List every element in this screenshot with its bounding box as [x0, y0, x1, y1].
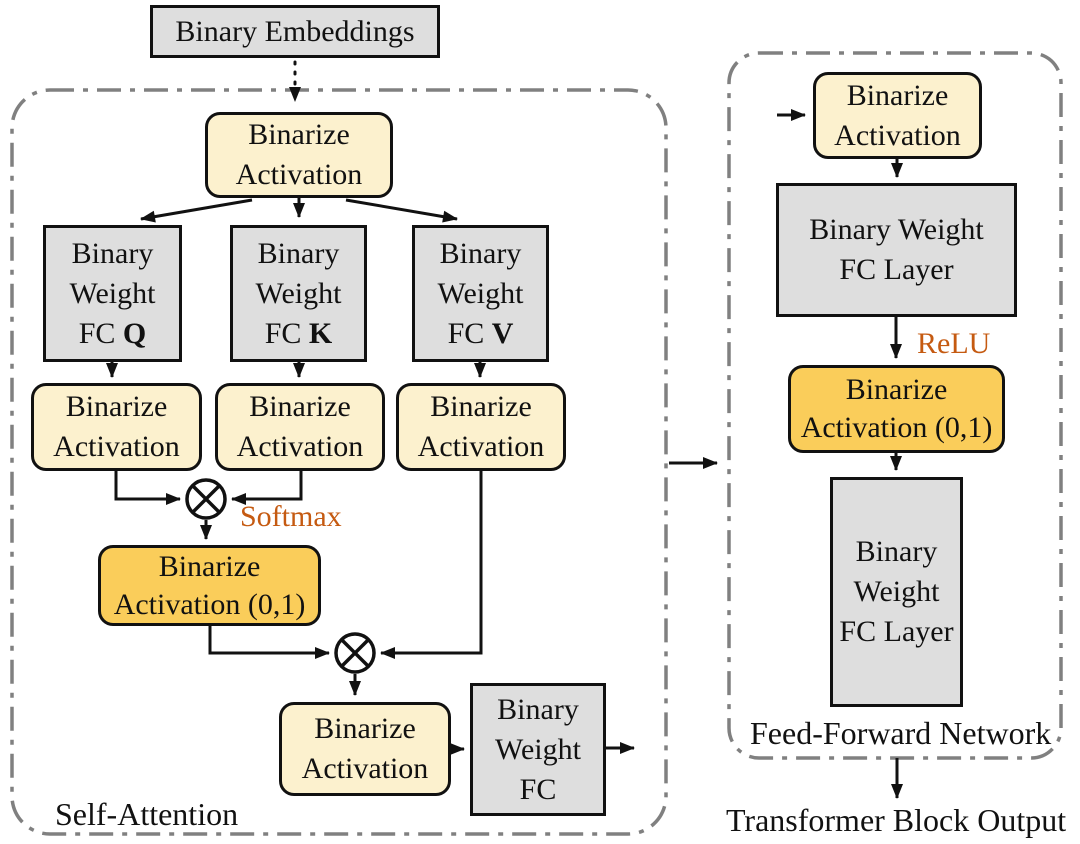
box-text-line: Weight [255, 276, 342, 310]
box-text-line: Activation [236, 430, 364, 463]
box-text-line: Weight [437, 276, 524, 310]
box-text-line: FC K [264, 316, 333, 350]
box-text-line: Activation (0,1) [800, 411, 993, 444]
matmul-icon [185, 478, 227, 520]
box-text-line: Binarize [846, 78, 949, 112]
box-text-line: FC Q [78, 316, 147, 350]
arrow-k-to-matmul1 [231, 471, 303, 505]
box-text-line: Activation [53, 430, 180, 463]
binary-embeddings-box: Binary Embeddings [150, 5, 440, 58]
sa-fc-v-box: Binary Weight FC V [412, 225, 549, 362]
box-text-line: Binary [497, 692, 579, 726]
arrow-binarize-to-fcq [140, 198, 253, 223]
sa-binarize-01-box: Binarize Activation (0,1) [98, 545, 321, 626]
ffn-panel-label: Feed-Forward Network [750, 715, 1052, 751]
box-text-line: FC V [447, 316, 514, 350]
box-text-line: Binarize [65, 390, 168, 423]
box-text-line: Binary Weight [809, 213, 984, 246]
box-text-line: Binarize [248, 118, 350, 151]
transformer-block-output-label: Transformer Block Output [726, 802, 1067, 838]
box-text-line: Activation [417, 430, 545, 463]
box-text-line: Activation [235, 158, 363, 191]
ffn-fc-layer-2-box: Binary Weight FC Layer [830, 477, 963, 707]
sa-binarize-v-box: Binarize Activation [396, 383, 566, 471]
binary-embeddings-label: Binary Embeddings [175, 14, 415, 48]
box-text-line: Binary [439, 236, 522, 270]
self-attention-panel-label: Self-Attention [55, 796, 239, 832]
sa-fc-out-box: Binary Weight FC [470, 683, 606, 816]
ffn-binarize-in-box: Binarize Activation [813, 72, 982, 159]
sa-binarize-q-box: Binarize Activation [31, 383, 202, 471]
box-text-line: Activation (0,1) [113, 587, 306, 621]
matmul-icon [334, 632, 376, 674]
sa-fc-q-box: Binary Weight FC Q [43, 225, 182, 362]
softmax-label: Softmax [240, 500, 342, 533]
sa-binarize-out-box: Binarize Activation [279, 702, 451, 796]
box-text-line: Binarize [249, 390, 351, 423]
arrow-binarize01-to-matmul2 [208, 626, 330, 659]
box-text-line: Weight [495, 732, 581, 766]
box-text-line: Binary [257, 236, 340, 270]
box-text-line: Binarize [314, 712, 416, 745]
box-text-line: Binary [71, 236, 154, 270]
box-text-line: Weight [69, 276, 156, 310]
box-text-line: Activation [301, 752, 429, 785]
arrow-binarize-to-fcv [345, 198, 458, 223]
box-text-line: Binary [855, 535, 938, 568]
box-text-line: Weight [853, 575, 940, 608]
box-text-line: Binarize [158, 549, 261, 583]
ffn-fc-layer-1-box: Binary Weight FC Layer [776, 183, 1017, 317]
sa-fc-k-box: Binary Weight FC K [230, 225, 367, 362]
sa-binarize-activation-top-box: Binarize Activation [205, 112, 393, 198]
box-text-line: Activation [834, 118, 961, 152]
box-text-line: FC Layer [839, 253, 954, 286]
box-text-line: Binarize [845, 373, 948, 406]
arrow-v-to-matmul2 [380, 471, 483, 659]
box-text-line: FC Layer [839, 615, 954, 648]
relu-label: ReLU [917, 327, 991, 360]
box-text-line: FC [519, 772, 557, 806]
box-text-line: Binarize [430, 390, 532, 423]
sa-binarize-k-box: Binarize Activation [215, 383, 385, 471]
ffn-binarize-01-box: Binarize Activation (0,1) [788, 365, 1005, 453]
arrow-q-to-matmul1 [114, 471, 181, 505]
